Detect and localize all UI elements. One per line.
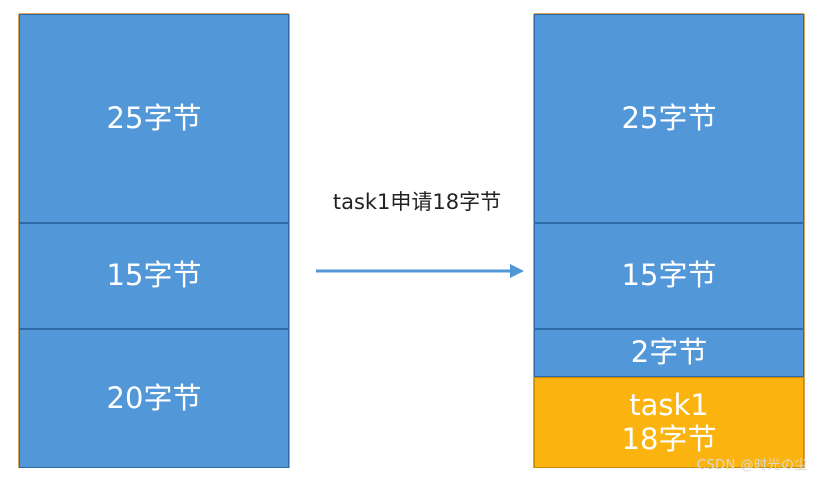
block-label: 20字节 <box>106 380 202 415</box>
memory-after-stack: 25字节 15字节 2字节 task1 18字节 <box>533 13 805 468</box>
memory-block-15: 15字节 <box>19 223 289 329</box>
memory-block-20: 20字节 <box>19 329 289 468</box>
block-size-label: 18字节 <box>621 421 717 456</box>
watermark: CSDN @时光の尘 <box>696 458 808 473</box>
memory-before-stack: 25字节 15字节 20字节 <box>18 13 290 468</box>
block-label: 2字节 <box>630 335 708 370</box>
right-arrow-icon <box>316 264 524 278</box>
block-label: 25字节 <box>621 100 717 135</box>
block-label: 15字节 <box>106 258 202 293</box>
memory-block-15: 15字节 <box>534 223 804 329</box>
memory-block-task1-allocated: task1 18字节 <box>534 377 804 468</box>
block-label: 15字节 <box>621 258 717 293</box>
memory-block-25: 25字节 <box>534 14 804 223</box>
memory-block-2-remaining: 2字节 <box>534 329 804 377</box>
arrow-label: task1申请18字节 <box>332 190 502 214</box>
memory-block-25: 25字节 <box>19 14 289 223</box>
block-label: 25字节 <box>106 100 202 135</box>
block-owner-label: task1 <box>629 388 709 423</box>
